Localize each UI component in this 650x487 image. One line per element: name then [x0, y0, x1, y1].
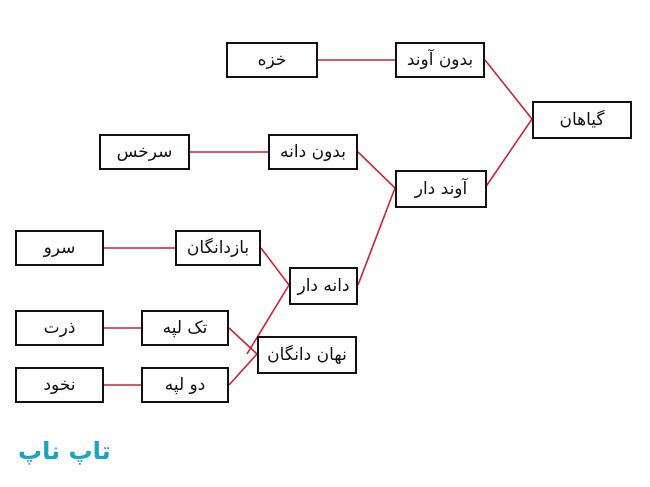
node-pea: نخود	[15, 367, 104, 403]
link-vascular-seedless	[357, 151, 396, 189]
node-cypress: سرو	[15, 230, 104, 266]
node-vascular: آوند دار	[395, 170, 487, 208]
link-seed-gymnosperms	[260, 247, 290, 286]
node-corn: ذرت	[15, 310, 104, 346]
node-seedless: بدون دانه	[268, 134, 358, 170]
node-plants: گیاهان	[532, 101, 632, 139]
node-nonvascular: بدون آوند	[395, 42, 485, 78]
link-plants-vascular	[484, 118, 533, 189]
link-plants-nonvascular	[484, 59, 533, 120]
node-gymnosperms: بازدانگان	[175, 230, 261, 266]
node-moss: خزه	[226, 42, 318, 78]
link-seed-angiosperms	[246, 284, 290, 355]
node-fern: سرخس	[99, 134, 190, 170]
node-angiosperms: نهان دانگان	[257, 336, 357, 374]
node-seed: دانه دار	[289, 267, 358, 305]
node-monocot: تک لپه	[141, 310, 229, 346]
link-angiosperms-monocot	[228, 327, 258, 355]
node-dicot: دو لپه	[141, 367, 229, 403]
link-angiosperms-dicot	[228, 353, 258, 386]
link-vascular-seed	[357, 187, 396, 286]
brand-logo-text: تاپ ناپ	[18, 437, 111, 465]
